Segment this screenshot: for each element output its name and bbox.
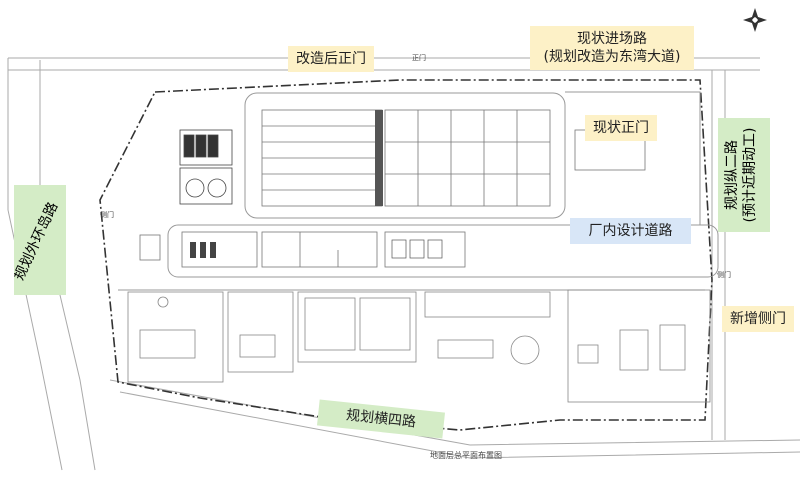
equipment xyxy=(200,242,206,258)
building-c xyxy=(384,231,466,268)
basin-divider xyxy=(375,110,383,206)
outer-ring-road-label: 规划外环岛路 xyxy=(11,185,66,295)
south-building xyxy=(619,329,649,371)
drawing-title: 地面层总平面布置图 xyxy=(430,451,502,460)
south-area xyxy=(127,289,711,403)
new-side-gate-label: 新增侧门 xyxy=(722,306,794,332)
south-zone-3 xyxy=(297,291,417,363)
building-west-small xyxy=(139,234,161,261)
south-basin xyxy=(359,297,411,351)
inner-road-north-ring xyxy=(244,92,566,219)
outer-ring-road-text-line: 规划外环岛路 xyxy=(14,200,61,283)
south-zone-east xyxy=(567,289,711,403)
south-strip xyxy=(424,291,551,318)
south-clarifier xyxy=(510,335,540,365)
inner-road-east xyxy=(565,91,701,225)
left-road-edge-2 xyxy=(39,60,96,471)
pretreatment-frame-2 xyxy=(179,167,233,205)
north-basins xyxy=(261,109,551,207)
bottom-road-edge-2 xyxy=(119,391,800,459)
outer-ring-road-text: 规划外环岛路 xyxy=(11,200,61,283)
vertical-road-line1: 规划纵二路 xyxy=(724,140,740,210)
building-b xyxy=(261,231,378,268)
current-access-road-line1: 现状进场路 xyxy=(577,31,647,47)
building-a xyxy=(181,231,258,268)
pretreatment-unit xyxy=(183,134,195,158)
building-c-equipment xyxy=(391,239,443,259)
vertical-road-text: 规划纵二路 (预计近期动工) xyxy=(724,128,758,223)
south-building xyxy=(139,329,196,359)
vertical-road-line2: (预计近期动工) xyxy=(742,128,758,223)
pretreatment-tank xyxy=(185,178,205,198)
basin-right xyxy=(384,109,551,207)
pretreatment-unit xyxy=(195,134,207,158)
current-main-gate-label: 现状正门 xyxy=(585,115,657,141)
south-tank xyxy=(157,296,169,308)
bottom-road-edge-1 xyxy=(109,379,800,446)
current-access-road-label: 现状进场路 (规划改造为东湾大道) xyxy=(530,26,694,70)
current-access-road-line2: (规划改造为东湾大道) xyxy=(543,49,681,65)
plant-internal-road-label: 厂内设计道路 xyxy=(570,218,691,244)
north-arrow-icon xyxy=(743,8,767,32)
equipment xyxy=(190,242,196,258)
south-zone-2 xyxy=(227,291,294,373)
pretreatment-unit xyxy=(207,134,219,158)
side-gate-left-small-label: 侧门 xyxy=(100,211,114,219)
equipment xyxy=(210,242,216,258)
building-a-equipment xyxy=(190,242,216,258)
south-building xyxy=(659,324,686,371)
pretreatment-tank xyxy=(207,178,227,198)
modified-main-gate-label: 改造后正门 xyxy=(288,46,374,72)
pretreatment-frame xyxy=(179,129,233,166)
equipment xyxy=(391,239,407,259)
inner-road-middle-ring xyxy=(167,224,719,278)
south-zone-1 xyxy=(127,291,224,383)
side-gate-right-small-label: 侧门 xyxy=(717,271,731,279)
site-boundary xyxy=(99,79,713,431)
south-basin xyxy=(304,297,356,351)
south-building xyxy=(239,334,276,358)
south-machinery xyxy=(437,339,494,359)
pretreatment-building xyxy=(179,129,233,205)
south-building xyxy=(577,344,599,364)
equipment xyxy=(409,239,425,259)
equipment xyxy=(427,239,443,259)
main-gate-small-label: 正门 xyxy=(412,54,426,62)
vertical-road-label: 规划纵二路 (预计近期动工) xyxy=(718,118,770,232)
